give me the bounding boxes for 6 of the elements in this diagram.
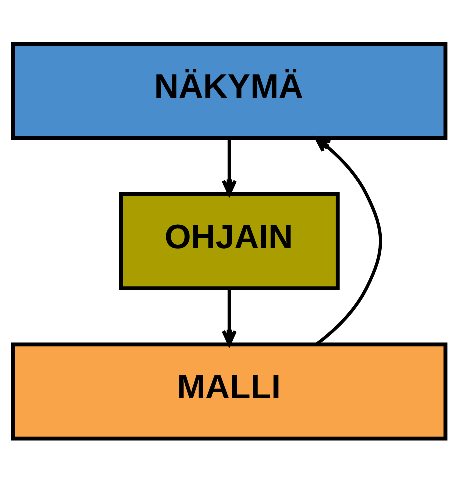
- arrow: [222, 138, 238, 196]
- node-box: MALLI: [11, 342, 448, 441]
- arrow: [222, 288, 238, 346]
- arrow: [314, 136, 382, 346]
- node-box: NÄKYMÄ: [11, 42, 448, 140]
- node-box: OHJAIN: [119, 192, 340, 290]
